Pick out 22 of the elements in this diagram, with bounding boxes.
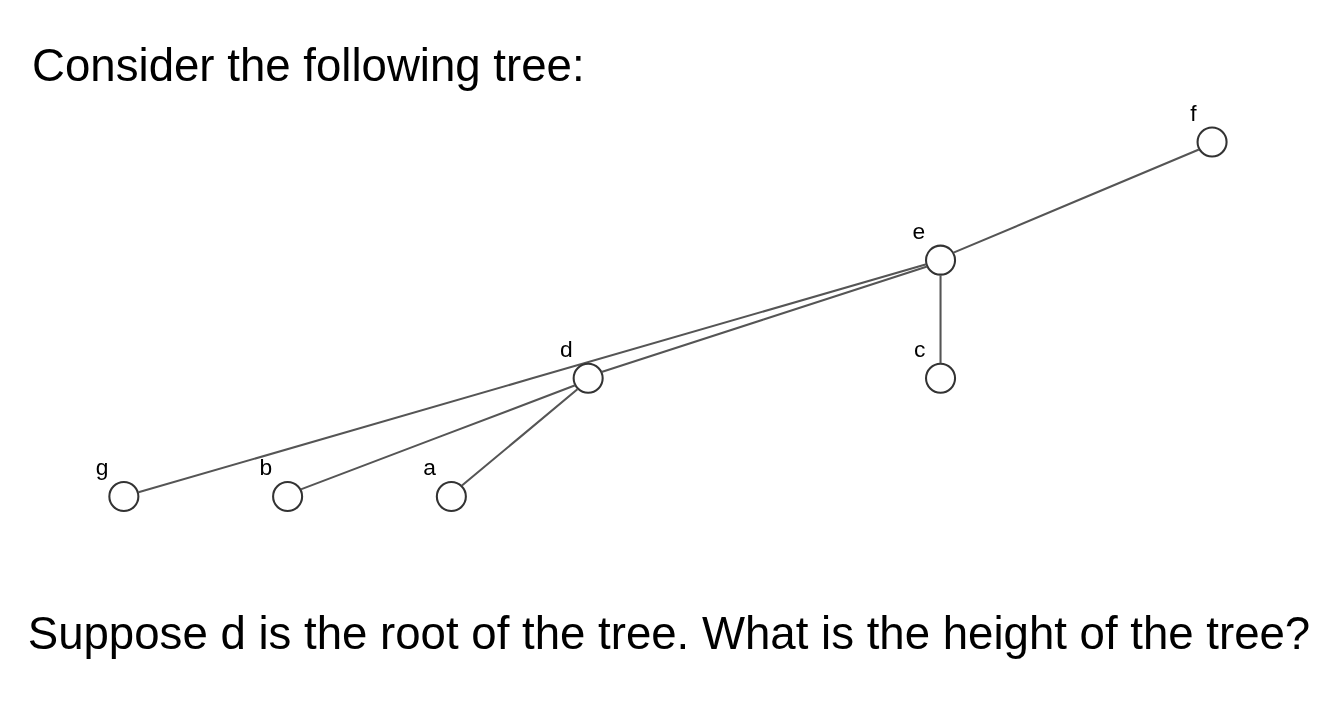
connector [138, 262, 927, 493]
node-label: e [912, 217, 926, 244]
node-circle [435, 480, 467, 512]
node-circle [108, 480, 140, 512]
node-label: f [1190, 99, 1197, 126]
node-label: a [423, 453, 436, 480]
connector [953, 148, 1200, 254]
node-circle [1196, 125, 1228, 158]
connector [300, 383, 576, 490]
node-circle [925, 362, 957, 394]
node-label: c [914, 335, 926, 362]
node-label: b [259, 453, 273, 480]
diagram-title: Consider the following tree: [32, 39, 585, 91]
caption: Suppose d is the root of the tree. What is the height of the tree? [27, 607, 1311, 659]
node-circle [925, 244, 957, 276]
node-circle [572, 362, 604, 394]
connector [601, 265, 928, 373]
connector [939, 274, 942, 363]
node-label: g [95, 453, 109, 480]
connector [461, 388, 579, 487]
node-circle [272, 480, 304, 512]
node-label: d [560, 335, 573, 362]
